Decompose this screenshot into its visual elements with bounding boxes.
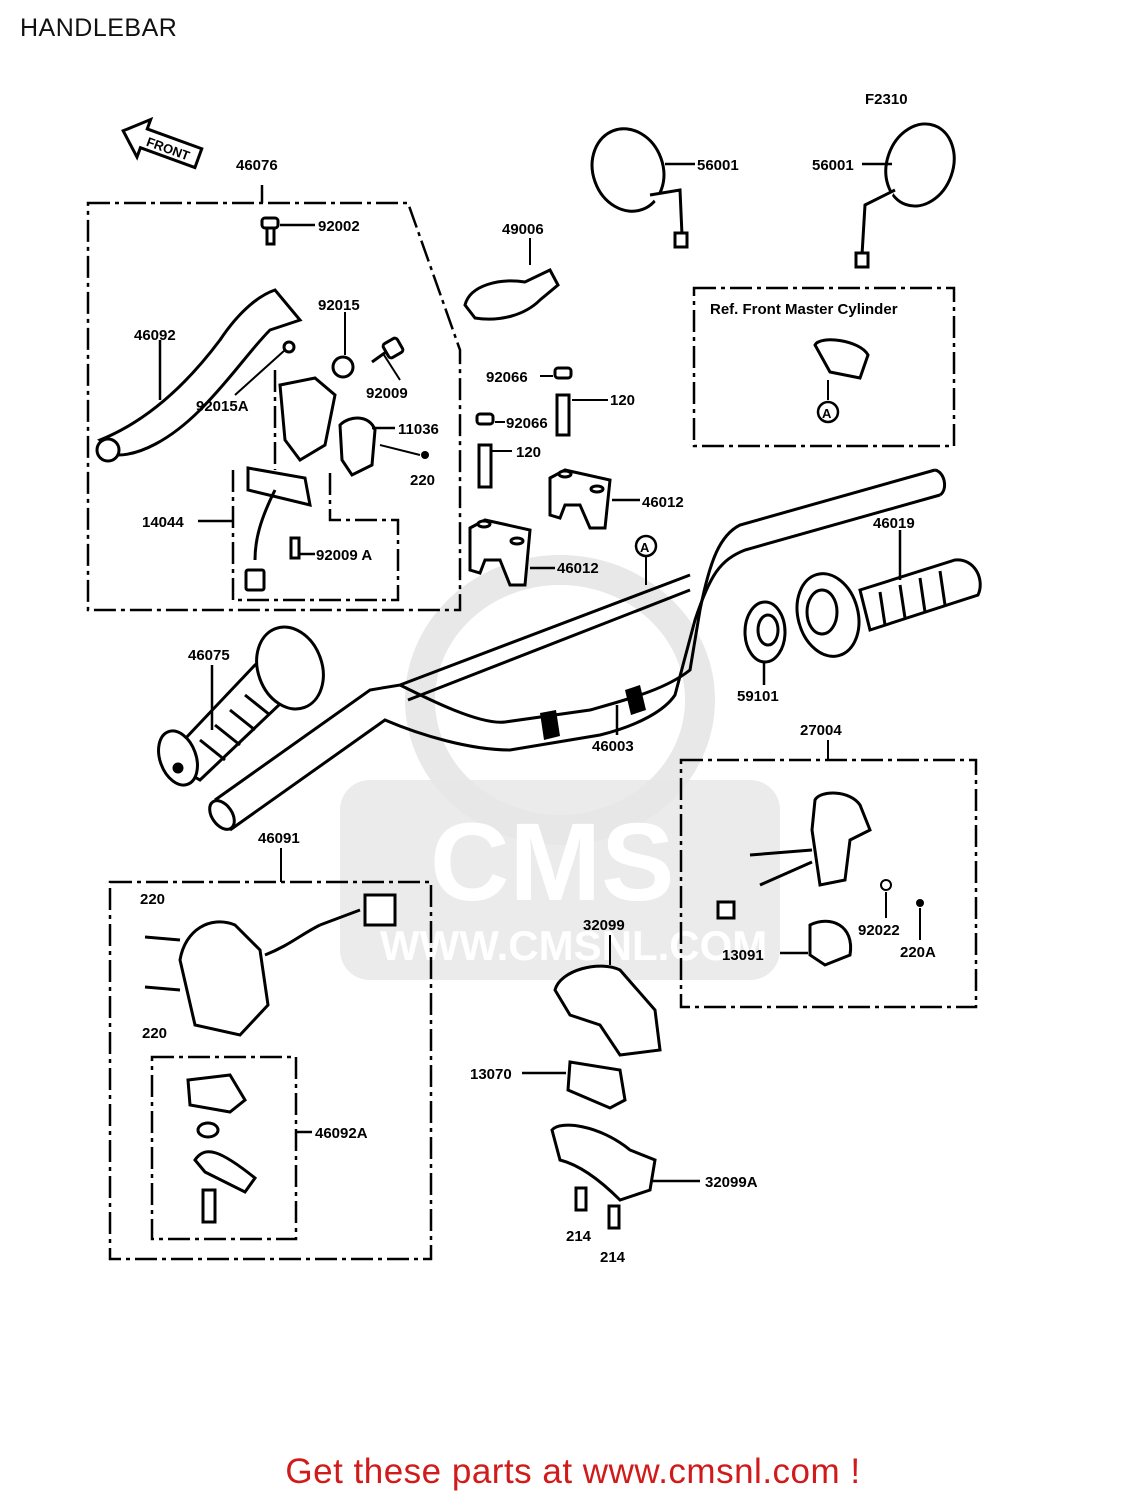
label-92009A: 92009 A [316,547,372,564]
lever-cover [463,268,560,321]
label-32099A: 32099A [705,1174,758,1191]
label-11036: 11036 [398,421,439,438]
bolt-92066-b-icon [475,412,495,489]
label-49006: 49006 [502,221,544,238]
right-mirror [854,122,956,269]
label-92015A: 92015A [196,398,249,415]
page-title: HANDLEBAR [20,14,178,42]
label-13091: 13091 [722,947,764,964]
label-220A: 220A [900,944,936,961]
screw-220-icon [421,451,429,459]
figure-code: F2310 [865,91,908,108]
label-92015: 92015 [318,297,360,314]
left-switch-box [108,848,433,1261]
throttle-case-upper [553,964,662,1057]
label-59101: 59101 [737,688,779,705]
handlebar-holder-upper-b [468,518,532,587]
label-46091: 46091 [258,830,300,847]
watermark-url: WWW.CMSNL.COM [380,922,767,969]
screw-92009-icon [371,336,405,364]
nut-92015-icon [331,355,355,379]
throttle-housing-box [679,740,978,1009]
ref-note: Ref. Front Master Cylinder [710,301,898,318]
handlebar-holder-upper-a [548,468,612,530]
label-46092: 46092 [134,327,176,344]
label-92066-a: 92066 [486,369,528,386]
clutch-lever-holder [278,376,377,477]
label-92022: 92022 [858,922,900,939]
label-220-a: 220 [140,891,165,908]
ref-marker-handlebar: A [640,540,650,555]
throttle-switch [566,1060,627,1110]
label-92009: 92009 [366,385,408,402]
bolt-92066-a-icon [553,366,573,437]
label-46003: 46003 [592,738,634,755]
label-220-b: 220 [142,1025,167,1042]
front-arrow-icon: FRONT [121,116,204,170]
cmsnl-watermark: CMS WWW.CMSNL.COM [340,555,780,980]
handlebar-knurl-bands [540,685,646,740]
left-mirror [590,127,689,249]
clutch-switch [244,466,312,592]
clutch-lever [95,288,303,463]
label-46019: 46019 [873,515,915,532]
label-56001-right: 56001 [812,157,854,174]
label-46012-b: 46012 [557,560,599,577]
label-56001-left: 56001 [697,157,739,174]
label-14044: 14044 [142,514,184,531]
ref-marker: A [822,406,832,421]
label-92002: 92002 [318,218,360,235]
label-46092A: 46092A [315,1125,368,1142]
footer-text[interactable]: Get these parts at www.cmsnl.com ! [285,1452,861,1491]
right-grip [795,558,982,658]
label-32099: 32099 [583,917,625,934]
label-214-a: 214 [566,1228,592,1245]
handlebar-parts-diagram: CMS WWW.CMSNL.COM F2310 FRONT 46076 4609… [86,91,982,1266]
footer-cta[interactable]: Get these parts at www.cmsnl.com ! [0,1452,1146,1492]
label-92066-b: 92066 [506,415,548,432]
watermark-logo: CMS [430,801,674,924]
label-120-a: 120 [610,392,635,409]
label-13070: 13070 [470,1066,512,1083]
label-27004: 27004 [800,722,842,739]
label-214-b: 214 [600,1249,626,1266]
label-46076: 46076 [236,157,278,174]
label-46012-a: 46012 [642,494,684,511]
left-grip [157,625,325,787]
throttle-case-lower [550,1123,657,1230]
ref-front-master-cylinder-box: Ref. Front Master Cylinder A [692,286,956,448]
throttle-pulley [743,600,787,664]
label-46075: 46075 [188,647,230,664]
bolt-92002-icon [260,216,280,246]
label-120-b: 120 [516,444,541,461]
label-220-top: 220 [410,472,435,489]
left-lever-assembly-box [86,185,462,612]
